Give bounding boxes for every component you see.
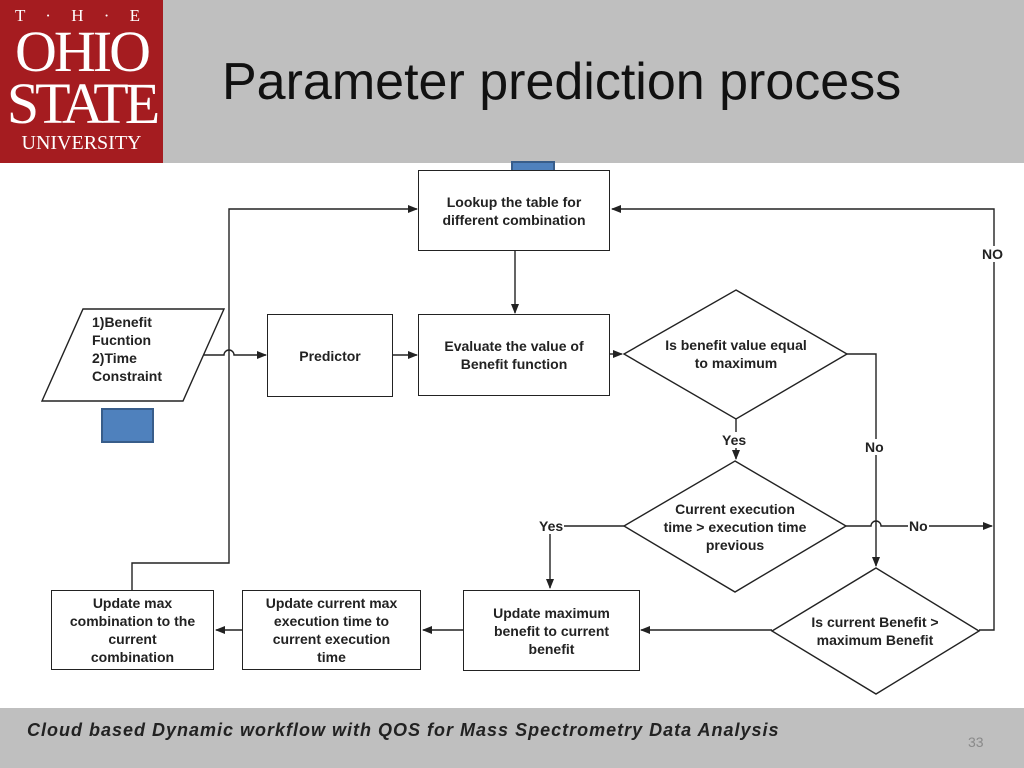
input-line-4: Constraint — [92, 368, 162, 384]
lookup-line-1: Lookup the table for — [446, 193, 582, 210]
update-exec-time-line-4: time — [317, 649, 346, 665]
label-no-1: No — [864, 439, 885, 455]
decision-diamond-2 — [622, 460, 848, 593]
lookup-box: Lookup the table for different combinati… — [418, 170, 610, 251]
decision1-line-1: Is benefit value equal — [665, 337, 807, 353]
update-max-benefit-line-3: benefit — [528, 640, 575, 657]
slide-title: Parameter prediction process — [222, 53, 902, 111]
update-combination-box: Update max combination to the current co… — [51, 590, 214, 670]
arrow-decision3-no-loop — [611, 205, 995, 631]
slide-footer: Cloud based Dynamic workflow with QOS fo… — [0, 708, 1024, 768]
decision3-line-1: Is current Benefit > — [811, 614, 939, 630]
predictor-label: Predictor — [299, 347, 361, 364]
lookup-line-2: different combination — [442, 211, 586, 228]
label-yes-2: Yes — [538, 518, 565, 534]
slide-header: T · H · E OHIO STATE UNIVERSITY Paramete… — [0, 0, 1024, 163]
evaluate-line-2: Benefit function — [460, 356, 568, 372]
evaluate-box: Evaluate the value of Benefit function — [418, 314, 610, 396]
logo-line-university: UNIVERSITY — [21, 132, 142, 154]
logo-line-the: T · H · E — [14, 6, 149, 25]
update-exec-time-line-3: current execution — [272, 631, 391, 647]
decision2-line-2: time > execution time — [663, 519, 807, 535]
decision-diamond-3 — [770, 567, 981, 695]
input-parallelogram — [40, 308, 226, 402]
arrow-decision2-no — [846, 520, 993, 530]
arrow-decision2-yes — [546, 525, 624, 589]
update-max-benefit-box: Update maximum benefit to current benefi… — [463, 590, 640, 671]
input-line-2: Fucntion — [92, 332, 152, 348]
evaluate-line-1: Evaluate the value of — [444, 338, 584, 354]
arrow-decision1-no — [847, 353, 880, 567]
arrow-combination-loop — [131, 205, 418, 590]
osu-logo: T · H · E OHIO STATE UNIVERSITY — [0, 0, 163, 163]
predictor-box: Predictor — [267, 314, 393, 397]
update-exec-time-line-2: execution time to — [273, 613, 390, 629]
decision2-text: Current execution time > execution time … — [640, 499, 830, 555]
decision1-text: Is benefit value equal to maximum — [640, 333, 832, 375]
page-number: 33 — [968, 734, 984, 750]
input-text: 1)Benefit Fucntion 2)Time Constraint — [60, 313, 190, 393]
decision3-line-2: maximum Benefit — [816, 632, 934, 648]
update-max-benefit-line-1: Update maximum — [493, 604, 610, 621]
blue-marker-left — [101, 408, 154, 443]
update-exec-time-box: Update current max execution time to cur… — [242, 590, 421, 670]
label-no-top: NO — [981, 246, 1004, 262]
decision2-line-3: previous — [705, 537, 765, 553]
footer-text: Cloud based Dynamic workflow with QOS fo… — [27, 720, 780, 740]
label-yes-1: Yes — [721, 432, 748, 448]
logo-line-ohio: OHIO — [15, 19, 151, 84]
update-combination-line-2: combination to the — [69, 613, 196, 629]
arrow-input-predictor — [204, 349, 267, 359]
input-line-1: 1)Benefit — [92, 314, 152, 330]
flowchart-connectors — [40, 205, 995, 695]
decision1-line-2: to maximum — [694, 355, 778, 371]
update-combination-line-1: Update max — [92, 595, 173, 611]
decision3-text: Is current Benefit > maximum Benefit — [785, 611, 965, 651]
logo-line-state: STATE — [6, 71, 160, 136]
update-combination-line-3: current — [108, 631, 157, 647]
update-combination-line-4: combination — [90, 649, 175, 665]
label-no-2: No — [908, 518, 929, 534]
flowchart: 1)Benefit Fucntion 2)Time Constraint Pre… — [0, 161, 1024, 708]
update-exec-time-line-1: Update current max — [265, 595, 398, 611]
input-line-3: 2)Time — [92, 350, 137, 366]
decision2-line-1: Current execution — [675, 501, 795, 517]
update-max-benefit-line-2: benefit to current — [493, 622, 610, 639]
